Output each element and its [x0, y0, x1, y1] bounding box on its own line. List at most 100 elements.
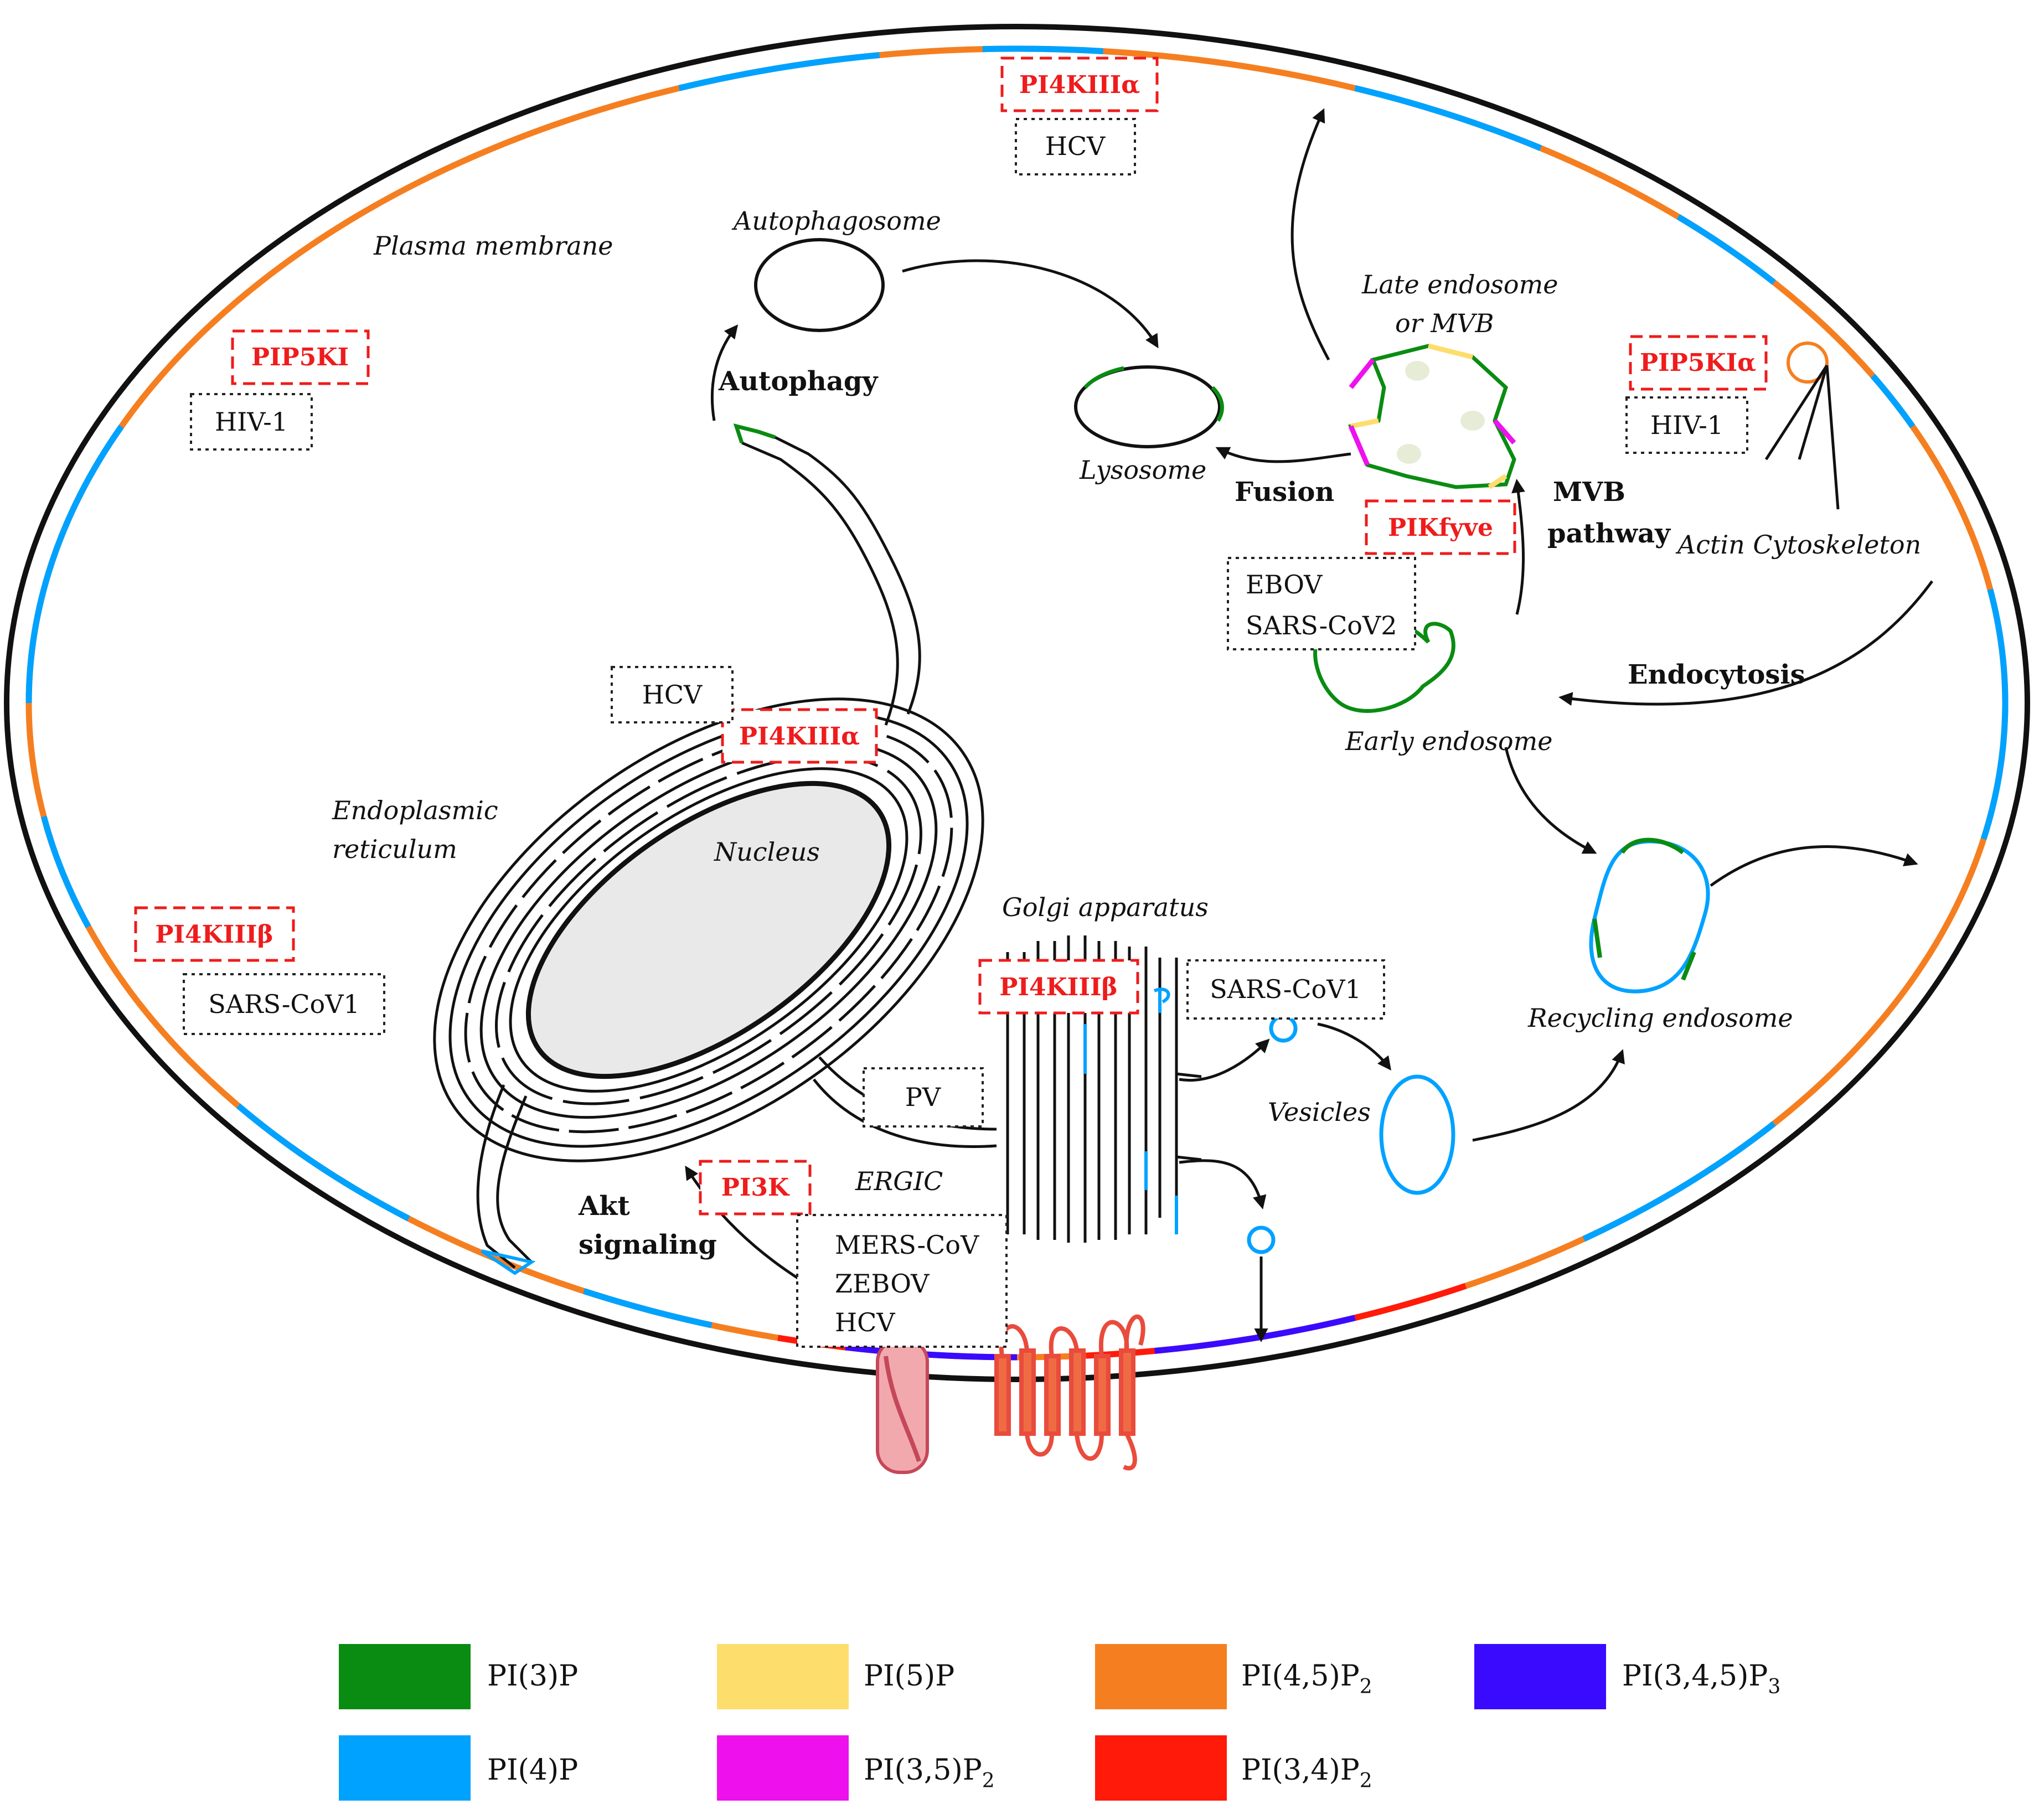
label-early-endosome: Early endosome — [1345, 726, 1552, 756]
label-late-endosome-1: Late endosome — [1361, 270, 1558, 299]
svg-text:PI4KIIIα: PI4KIIIα — [739, 722, 860, 751]
label-ergic: ERGIC — [855, 1166, 943, 1196]
label-akt-1: Akt — [578, 1191, 630, 1222]
plasma-membrane — [4, 24, 2030, 1382]
svg-text:PIP5KIα: PIP5KIα — [1640, 349, 1756, 377]
kinase-pip5ki: PIP5KI — [231, 329, 370, 385]
svg-text:SARS-CoV1: SARS-CoV1 — [208, 989, 359, 1019]
legend-item-pi45p2: PI(4,5)P2 — [1095, 1644, 1372, 1709]
legend-item-pi34p2: PI(3,4)P2 — [1095, 1735, 1372, 1801]
autophagosome — [754, 238, 885, 332]
label-mvb-1: MVB — [1553, 477, 1625, 508]
label-er-2: reticulum — [332, 834, 457, 864]
svg-text:PI4KIIIα: PI4KIIIα — [1019, 71, 1140, 99]
membrane-segment — [1354, 1283, 1467, 1321]
legend-item-pi3p: PI(3)P — [339, 1644, 578, 1709]
virus-mers-zebov-hcv: MERS-CoV ZEBOV HCV — [796, 1214, 1008, 1348]
virus-hiv-left: HIV-1 — [190, 393, 313, 451]
svg-text:PI4KIIIβ: PI4KIIIβ — [999, 973, 1118, 1001]
membrane-segment — [236, 1103, 410, 1222]
virus-hcv-top: HCV — [1015, 118, 1136, 175]
svg-text:PI(3,4)P2: PI(3,4)P2 — [1241, 1754, 1372, 1792]
label-vesicles: Vesicles — [1268, 1097, 1371, 1127]
membrane-segment — [40, 815, 91, 928]
membrane-segment — [582, 1288, 713, 1328]
late-endosome-mvb — [1348, 343, 1516, 489]
svg-text:HIV-1: HIV-1 — [215, 407, 288, 437]
legend-item-pi345p3: PI(3,4,5)P3 — [1474, 1644, 1780, 1709]
membrane-segment — [1676, 214, 1776, 285]
golgi-vesicle-small-1 — [1269, 1014, 1298, 1043]
membrane-segment — [845, 1344, 1018, 1361]
virus-ebov-sars2: EBOV SARS-CoV2 — [1227, 557, 1416, 650]
gpcr — [994, 1314, 1145, 1471]
svg-text:PI(5)P: PI(5)P — [864, 1659, 954, 1693]
membrane-segment — [1354, 85, 1542, 151]
legend-item-pi35p2: PI(3,5)P2 — [717, 1735, 995, 1801]
label-akt-2: signaling — [579, 1229, 717, 1260]
legend: PI(3)P PI(5)P PI(4,5)P2 PI(3,4,5)P3 PI(4… — [339, 1644, 1780, 1801]
svg-text:HCV: HCV — [642, 680, 703, 710]
kinase-pi4k3b-golgi: PI4KIIIβ — [978, 959, 1139, 1015]
actin-cytoskeleton — [1764, 342, 1840, 510]
virus-hcv-er: HCV — [611, 666, 734, 723]
svg-text:PI(4,5)P2: PI(4,5)P2 — [1241, 1659, 1372, 1698]
label-autophagy: Autophagy — [718, 366, 879, 397]
kinase-pi4k3a-er: PI4KIIIα — [721, 708, 878, 764]
recycling-endosome — [1589, 837, 1710, 994]
svg-text:PI(4)P: PI(4)P — [487, 1754, 578, 1787]
membrane-segment — [982, 45, 1103, 54]
label-mvb-2: pathway — [1547, 518, 1671, 549]
kinase-pi4k3a-top: PI4KIIIα — [1000, 56, 1159, 112]
label-plasma-membrane: Plasma membrane — [373, 231, 613, 261]
golgi-vesicle-large — [1379, 1074, 1455, 1195]
label-endocytosis: Endocytosis — [1628, 659, 1805, 690]
svg-text:PI(3)P: PI(3)P — [487, 1659, 578, 1693]
svg-text:ZEBOV: ZEBOV — [835, 1269, 930, 1299]
svg-text:EBOV: EBOV — [1246, 570, 1323, 599]
lysosome — [1074, 365, 1221, 448]
svg-text:PI3K: PI3K — [721, 1173, 790, 1202]
label-nucleus: Nucleus — [714, 837, 820, 867]
svg-text:HIV-1: HIV-1 — [1650, 410, 1723, 440]
svg-text:PI(3,5)P2: PI(3,5)P2 — [864, 1754, 995, 1792]
label-golgi: Golgi apparatus — [1002, 892, 1209, 922]
legend-item-pi4p: PI(4)P — [339, 1735, 578, 1801]
svg-text:PI4KIIIβ: PI4KIIIβ — [155, 921, 273, 949]
label-lysosome: Lysosome — [1079, 455, 1206, 485]
virus-pv: PV — [863, 1067, 984, 1128]
golgi-vesicle-small-2 — [1247, 1226, 1276, 1254]
svg-text:HCV: HCV — [1045, 131, 1106, 161]
endoplasmic-reticulum — [433, 436, 997, 1275]
svg-text:PI(3,4,5)P3: PI(3,4,5)P3 — [1622, 1659, 1780, 1698]
kinase-pikfyve: PIKfyve — [1365, 499, 1516, 555]
virus-sars1-left: SARS-CoV1 — [183, 973, 385, 1035]
svg-text:HCV: HCV — [835, 1307, 895, 1337]
label-actin-cytoskeleton: Actin Cytoskeleton — [1675, 530, 1921, 560]
legend-item-pi5p: PI(5)P — [717, 1644, 954, 1709]
membrane-segment — [1582, 1121, 1776, 1242]
svg-text:PIP5KI: PIP5KI — [251, 343, 349, 371]
membrane-segment — [25, 425, 124, 704]
svg-text:SARS-CoV2: SARS-CoV2 — [1246, 611, 1397, 640]
membrane-segment — [678, 52, 880, 91]
membrane-lipid-segments — [25, 45, 2009, 1361]
virus-hiv-right: HIV-1 — [1625, 396, 1748, 454]
label-recycling-endosome: Recycling endosome — [1527, 1003, 1793, 1033]
svg-text:MERS-CoV: MERS-CoV — [835, 1230, 979, 1260]
virus-sars1-golgi: SARS-CoV1 — [1186, 959, 1385, 1020]
label-fusion: Fusion — [1235, 477, 1334, 508]
membrane-segment — [1870, 374, 1916, 428]
label-er-1: Endoplasmic — [332, 795, 498, 825]
svg-text:PV: PV — [905, 1082, 941, 1112]
label-late-endosome-2: or MVB — [1395, 308, 1494, 338]
nucleus — [525, 780, 892, 1079]
kinase-pip5kia: PIP5KIα — [1629, 335, 1768, 391]
receptor-channel — [876, 1338, 929, 1474]
er-pi3p-tip — [733, 423, 776, 444]
kinase-pi4k3b-left: PI4KIIIβ — [134, 906, 295, 962]
label-autophagosome: Autophagosome — [731, 206, 941, 236]
membrane-segment — [1980, 588, 2009, 840]
svg-text:SARS-CoV1: SARS-CoV1 — [1210, 974, 1361, 1004]
